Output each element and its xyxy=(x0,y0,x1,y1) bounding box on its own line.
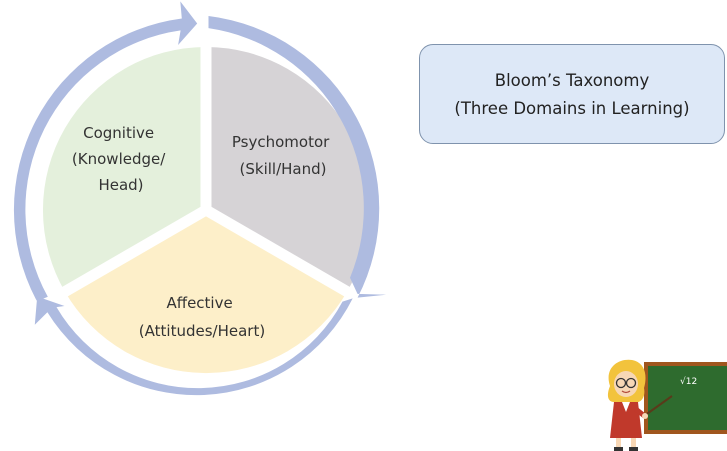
chalkboard xyxy=(648,366,727,430)
psychomotor-line-1: Psychomotor xyxy=(232,133,330,151)
chalkboard-text: √12 xyxy=(680,376,697,387)
title-line-1: Bloom’s Taxonomy xyxy=(494,70,650,90)
cognitive-line-2: (Knowledge/ xyxy=(72,150,166,168)
cognitive-line-1: Cognitive xyxy=(83,124,154,142)
cycle-arrows xyxy=(13,1,387,396)
affective-line-1: Affective xyxy=(166,294,232,312)
title-line-2: (Three Domains in Learning) xyxy=(454,98,690,118)
cognitive-label: Cognitive (Knowledge/ Head) xyxy=(72,124,170,194)
affective-line-2: (Attitudes/Heart) xyxy=(139,322,265,340)
psychomotor-label: Psychomotor (Skill/Hand) xyxy=(232,133,334,178)
arrow-to-affective xyxy=(208,16,387,298)
psychomotor-sector xyxy=(206,46,370,292)
teacher-at-chalkboard-icon: √12 xyxy=(607,359,727,451)
arrow-to-psychomotor xyxy=(13,1,198,302)
cognitive-sector xyxy=(42,46,207,292)
cognitive-line-3: Head) xyxy=(98,176,143,194)
title-box: Bloom’s Taxonomy (Three Domains in Learn… xyxy=(419,44,725,144)
affective-label: Affective (Attitudes/Heart) xyxy=(139,294,265,340)
affective-sector xyxy=(64,210,348,374)
arrow-to-cognitive xyxy=(34,296,353,396)
psychomotor-line-2: (Skill/Hand) xyxy=(240,160,327,178)
